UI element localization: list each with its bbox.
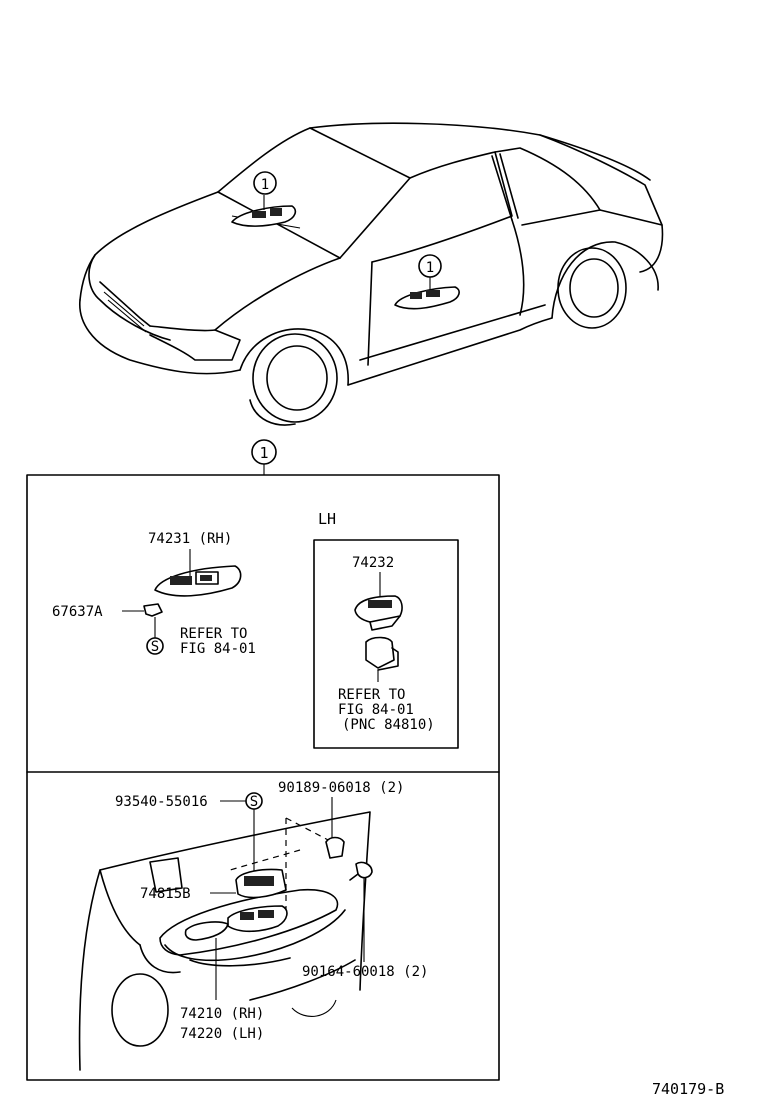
screw-marker-text: S (151, 639, 159, 655)
screw-marker-bottom-text: S (250, 794, 258, 810)
switch-lh-drawing (354, 595, 403, 631)
lh-refer-pnc-label: (PNC 84810) (342, 717, 435, 733)
clip-90189-label: 90189-06018 (2) (278, 780, 404, 796)
parts-panel (26, 474, 500, 1081)
callout-1-panel: 1 (259, 444, 268, 462)
door-trim-drawing (78, 811, 373, 1071)
screw-90164-label: 90164-60018 (2) (302, 964, 428, 980)
lh-title: LH (318, 510, 336, 528)
lh-subpanel (313, 539, 459, 749)
armrest-lh-label: 74220 (LH) (180, 1026, 264, 1042)
figure-code: 740179-B (652, 1080, 724, 1098)
clip-67637a-drawing (122, 603, 163, 617)
callout-1-dash: 1 (261, 177, 269, 193)
lh-refer-fig-label: FIG 84-01 (338, 702, 414, 718)
callout-1-door: 1 (426, 260, 434, 276)
refer-fig-label: FIG 84-01 (180, 641, 256, 657)
switch-lh-part-label: 74232 (352, 555, 394, 571)
clip-part-label: 67637A (52, 604, 103, 620)
refer-to-label: REFER TO (180, 626, 247, 642)
connector-lh-drawing (365, 636, 399, 682)
armrest-rh-label: 74210 (RH) (180, 1006, 264, 1022)
lh-refer-to-label: REFER TO (338, 687, 405, 703)
switch-rh-drawing (154, 549, 242, 597)
bezel-74815b-label: 74815B (140, 886, 191, 902)
screw-93540-label: 93540-55016 (115, 794, 208, 810)
car-illustration (79, 122, 664, 426)
switch-rh-part-label: 74231 (RH) (148, 531, 232, 547)
